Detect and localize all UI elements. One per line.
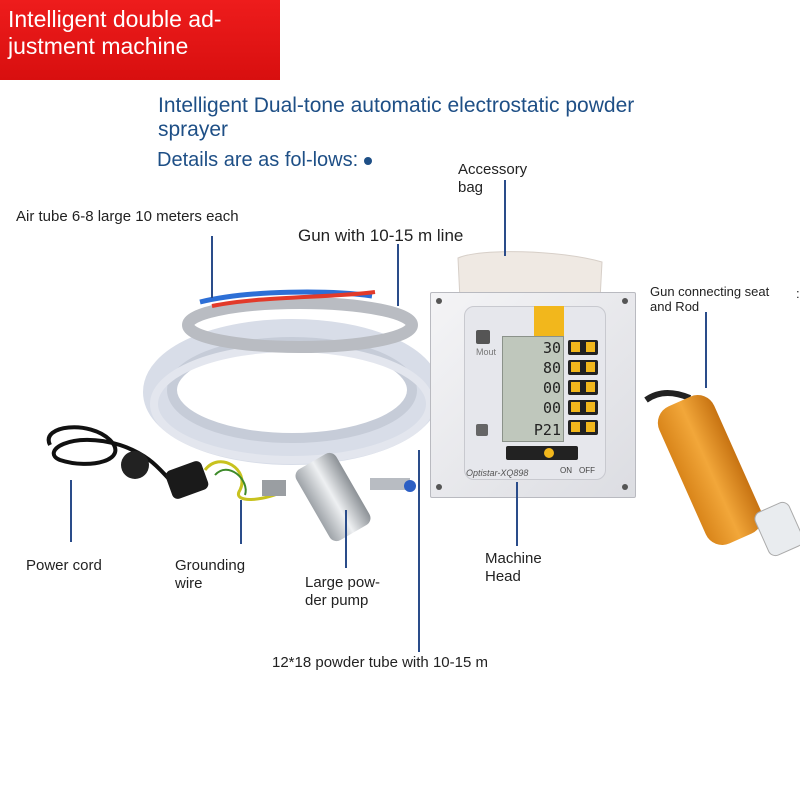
off-label: OFF: [579, 466, 595, 475]
details-text: Details are as fol-lows:: [157, 149, 359, 171]
leader-line-gun-seat: [705, 312, 707, 388]
gun-line-coil: [182, 297, 418, 353]
panel-yellow-stripe: [534, 306, 564, 336]
leader-line-accessory-bag: [504, 180, 506, 256]
lcd-value: P21: [533, 421, 561, 439]
label-overflow-mark: :: [796, 286, 800, 301]
power-cord-cable: [46, 425, 172, 482]
label-powder-pump: Large pow-der pump: [305, 574, 381, 609]
banner-title: Intelligent double ad-justment machine: [8, 6, 222, 59]
leader-line-gun-line: [397, 244, 399, 306]
screw: [622, 484, 628, 490]
label-accessory-bag: Accessory bag: [458, 161, 528, 196]
adjust-key[interactable]: [568, 360, 598, 375]
adjust-key[interactable]: [568, 420, 598, 435]
accessory-bag-shape: [457, 251, 603, 301]
on-label: ON: [560, 466, 572, 475]
leader-line-power-cord: [70, 480, 72, 542]
label-gun-line: Gun with 10-15 m line: [298, 226, 464, 245]
bottom-key-bar[interactable]: [506, 446, 578, 460]
title-banner: [0, 0, 280, 80]
lcd-value: 00: [542, 399, 561, 417]
device-model: Optistar-XQ898: [466, 468, 529, 478]
mode-button[interactable]: [476, 330, 490, 344]
screw: [622, 298, 628, 304]
label-machine-head: Machine Head: [485, 550, 542, 585]
side-button[interactable]: [476, 424, 488, 436]
label-power-cord: Power cord: [26, 557, 102, 574]
label-grounding-wire: Grounding wire: [175, 557, 246, 592]
adjust-key[interactable]: [568, 400, 598, 415]
label-gun-seat: Gun connecting seat and Rod: [650, 284, 770, 314]
details-heading: Details are as fol-lows:: [157, 148, 377, 172]
adjust-key[interactable]: [568, 380, 598, 395]
bullet-dot: [364, 156, 373, 165]
leader-line-machine-head: [516, 482, 518, 546]
grounding-wire-cable: [203, 460, 286, 501]
leader-line-air-tube: [211, 236, 213, 298]
leader-line-powder-pump: [345, 510, 347, 568]
lcd-display: 30 80 00 00 P21: [502, 336, 564, 442]
lcd-value: 00: [542, 379, 561, 397]
plug: [165, 461, 209, 499]
leader-line-powder-tube: [418, 450, 420, 652]
bottom-key-indicator: [544, 448, 554, 458]
leader-line-grounding: [240, 500, 242, 544]
mode-label: Mout: [476, 347, 497, 357]
adjust-key[interactable]: [568, 340, 598, 355]
screw: [436, 298, 442, 304]
air-tube-red: [211, 290, 376, 308]
lcd-value: 30: [542, 339, 561, 357]
product-subtitle: Intelligent Dual-tone automatic electros…: [158, 94, 635, 141]
lcd-value: 80: [542, 359, 561, 377]
label-powder-tube: 12*18 powder tube with 10-15 m: [272, 654, 488, 671]
label-air-tube: Air tube 6-8 large 10 meters each: [16, 208, 239, 225]
screw: [436, 484, 442, 490]
key-column: [568, 340, 598, 440]
